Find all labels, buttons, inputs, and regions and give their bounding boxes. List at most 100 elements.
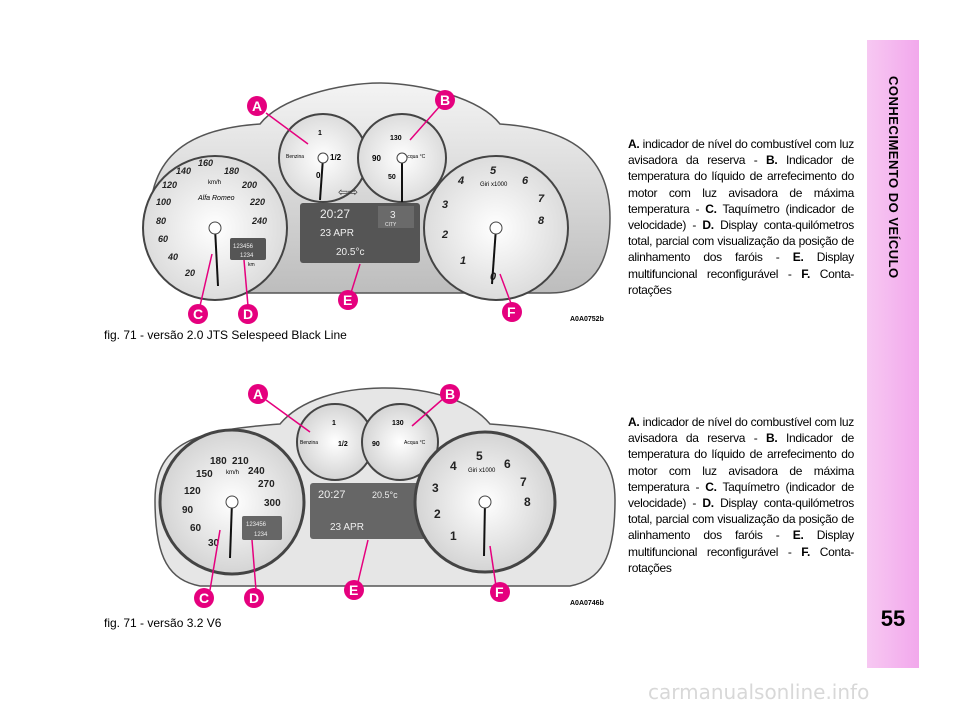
description-text: Display multifuncional reconfigurável - (628, 250, 855, 281)
speed-tick: 40 (167, 252, 178, 262)
svg-text:B: B (445, 386, 455, 402)
speed-tick: 100 (156, 197, 171, 207)
svg-text:8: 8 (538, 215, 545, 227)
svg-text:km: km (248, 262, 255, 268)
svg-text:2: 2 (441, 229, 448, 241)
description-text: Conta-rotações (628, 544, 854, 575)
chapter-title: CONHECIMENTO DO VEÍCULO (886, 76, 901, 279)
speed-needle (214, 227, 219, 287)
svg-text:Acqua °C: Acqua °C (404, 154, 426, 160)
svg-text:3: 3 (390, 210, 396, 221)
figure-1-instrument-cluster: 20 40 60 80 100 120 140 160 180 200 220 … (142, 82, 611, 324)
svg-text:180: 180 (210, 456, 227, 467)
description-key: A. (628, 415, 640, 429)
svg-text:1: 1 (332, 420, 336, 427)
svg-text:150: 150 (196, 469, 213, 480)
svg-text:240: 240 (248, 466, 265, 477)
svg-text:km/h: km/h (226, 470, 239, 476)
speed-tick: 180 (224, 166, 239, 176)
svg-text:⇦⇨: ⇦⇨ (338, 185, 358, 199)
svg-text:23 APR: 23 APR (330, 522, 364, 533)
description-1: A. indicador de nível do combustível com… (628, 136, 854, 298)
svg-text:B: B (440, 92, 450, 108)
svg-text:30: 30 (208, 538, 220, 549)
svg-text:F: F (495, 584, 504, 600)
svg-text:CITY: CITY (385, 222, 397, 228)
page-number: 55 (880, 606, 906, 631)
description-key: C. (705, 479, 717, 494)
svg-text:6: 6 (522, 175, 529, 187)
description-text: Taquímetro (indicador de velocidade) - (628, 479, 855, 511)
svg-text:1234: 1234 (240, 253, 254, 259)
description-key: E. (792, 528, 804, 543)
svg-text:7: 7 (520, 475, 527, 489)
svg-text:C: C (193, 306, 203, 322)
svg-text:A: A (252, 98, 262, 114)
svg-text:130: 130 (392, 420, 404, 427)
svg-text:1/2: 1/2 (338, 441, 348, 448)
description-text: Conta-rotações (628, 266, 854, 297)
svg-text:5: 5 (490, 165, 497, 177)
svg-text:D: D (249, 590, 259, 606)
description-text: Display multifuncional reconfigurável - (628, 528, 855, 559)
svg-text:Giri x1000: Giri x1000 (480, 182, 508, 188)
description-key: F. (801, 544, 811, 559)
speed-tick: 20 (184, 268, 195, 278)
description-key: E. (792, 250, 804, 265)
description-text: Indicador de temperatura do líquido de a… (628, 431, 854, 494)
svg-text:20.5°c: 20.5°c (372, 490, 398, 500)
description-key: D. (702, 496, 714, 511)
svg-text:Benzina: Benzina (286, 154, 304, 160)
description-text: indicador de nível do combustível com lu… (628, 415, 854, 446)
speed-ticks: 20 40 60 80 100 120 140 160 180 200 220 … (156, 158, 267, 278)
svg-text:3: 3 (442, 199, 448, 211)
speed-tick: 220 (249, 197, 265, 207)
svg-text:1234: 1234 (254, 532, 268, 538)
speed-unit: km/h (208, 180, 221, 186)
svg-text:0: 0 (316, 171, 321, 180)
speed-tick: 200 (241, 180, 257, 190)
svg-text:1: 1 (318, 130, 322, 137)
svg-text:F: F (507, 304, 516, 320)
svg-text:20:27: 20:27 (320, 207, 350, 221)
svg-text:20:27: 20:27 (318, 489, 346, 501)
svg-text:123456: 123456 (246, 522, 267, 528)
figure-1-code: A0A0752b (570, 316, 604, 323)
figure-1-caption: fig. 71 - versão 2.0 JTS Selespeed Black… (104, 328, 347, 342)
svg-text:C: C (199, 590, 209, 606)
svg-text:1: 1 (460, 255, 466, 267)
description-text: Display conta-quilómetros total, parcial… (628, 496, 854, 543)
svg-text:20.5°c: 20.5°c (336, 247, 364, 258)
svg-text:3: 3 (432, 481, 439, 495)
figure-2-instrument-cluster: 30 60 90 120 150 180 210 240 270 300 km/… (154, 384, 616, 608)
speed-tick: 240 (251, 216, 267, 226)
svg-text:90: 90 (372, 441, 380, 448)
speed-tick: 160 (198, 158, 213, 168)
svg-text:270: 270 (258, 479, 275, 490)
svg-text:6: 6 (504, 457, 511, 471)
svg-text:60: 60 (190, 523, 202, 534)
svg-text:300: 300 (264, 498, 281, 509)
svg-text:90: 90 (182, 505, 194, 516)
svg-text:2: 2 (434, 507, 441, 521)
svg-text:210: 210 (232, 456, 249, 467)
svg-text:Acqua °C: Acqua °C (404, 440, 426, 446)
description-key: F. (801, 266, 811, 281)
description-text: Display conta-quilómetros total, parcial… (628, 218, 854, 265)
odometer-display (230, 238, 266, 260)
description-key: B. (766, 153, 778, 168)
description-text: Indicador de temperatura do líquido de a… (628, 153, 854, 216)
description-text: indicador de nível do combustível com lu… (628, 137, 854, 168)
svg-text:1/2: 1/2 (330, 153, 342, 162)
svg-text:Giri x1000: Giri x1000 (468, 468, 496, 474)
watermark: carmanualsonline.info (648, 680, 870, 704)
svg-text:E: E (349, 582, 358, 598)
svg-text:5: 5 (476, 449, 483, 463)
svg-text:50: 50 (388, 174, 396, 181)
svg-text:123456: 123456 (233, 244, 254, 250)
svg-text:D: D (243, 306, 253, 322)
figure-2-caption: fig. 71 - versão 3.2 V6 (104, 616, 222, 630)
svg-text:7: 7 (538, 193, 545, 205)
description-text: Taquímetro (indicador de velocidade) - (628, 201, 855, 233)
svg-text:120: 120 (184, 486, 201, 497)
